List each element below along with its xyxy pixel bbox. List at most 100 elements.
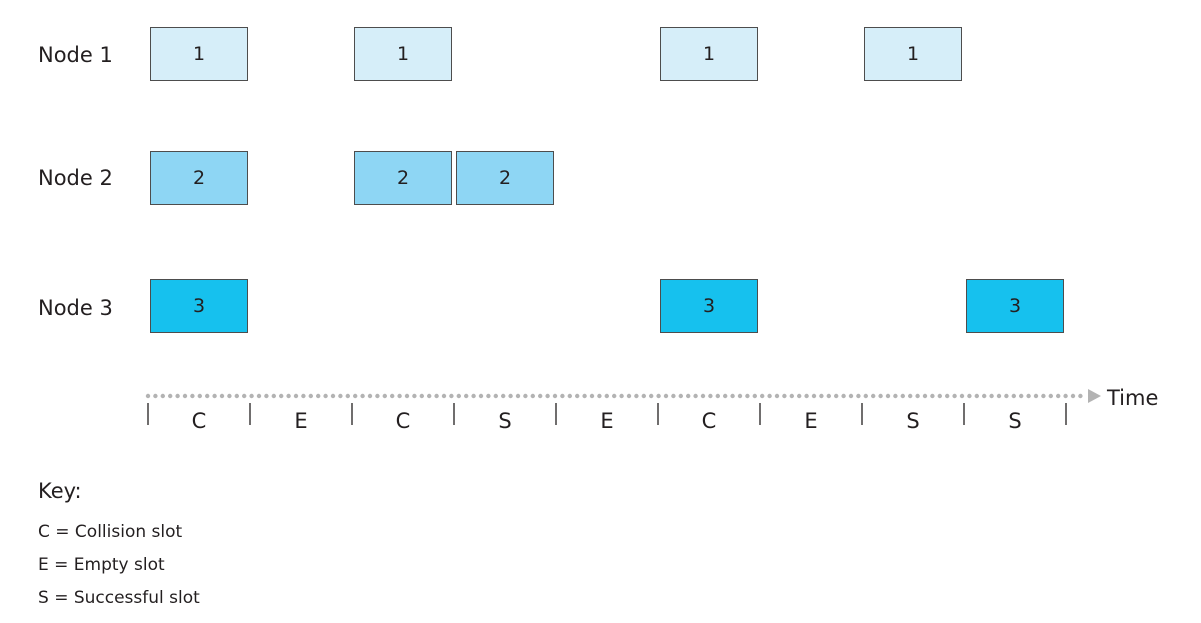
axis-dot <box>316 393 321 399</box>
axis-dot <box>390 393 395 399</box>
axis-dot <box>974 393 979 399</box>
axis-dot <box>663 393 669 399</box>
axis-dot <box>582 393 587 399</box>
axis-dot <box>279 393 284 399</box>
axis-dot <box>182 393 188 399</box>
axis-dot <box>441 393 447 399</box>
node-2-frame: 2 <box>354 151 452 205</box>
axis-dot <box>708 393 713 399</box>
axis-dot <box>604 393 609 399</box>
axis-dot <box>153 393 158 399</box>
axis-dot <box>190 393 195 399</box>
axis-dot <box>693 393 698 399</box>
axis-dot <box>649 393 654 399</box>
axis-dot <box>234 393 239 399</box>
axis-dot <box>723 393 728 399</box>
axis-dot <box>323 393 328 399</box>
axis-dot <box>922 393 928 399</box>
axis-dot <box>427 393 432 399</box>
axis-dot <box>493 393 498 399</box>
axis-dot <box>360 393 365 399</box>
axis-dot <box>804 393 809 399</box>
axis-dot <box>293 393 299 399</box>
axis-dot <box>160 393 165 399</box>
node-3-frame: 3 <box>966 279 1064 333</box>
axis-dot <box>848 393 854 399</box>
axis-dot <box>397 393 402 399</box>
axis-dot <box>412 393 417 399</box>
axis-dot <box>419 393 424 399</box>
axis-dot <box>959 393 965 399</box>
key-entry-empty: E = Empty slot <box>38 555 165 575</box>
slot-ticks <box>147 403 1067 425</box>
axis-dot <box>789 393 794 399</box>
axis-dot <box>478 393 484 399</box>
slot-label: E <box>600 409 614 433</box>
node-2-label: Node 2 <box>38 166 113 190</box>
axis-dot <box>856 393 861 399</box>
axis-dot <box>641 393 646 399</box>
node-3-label: Node 3 <box>38 296 113 320</box>
axis-dot <box>545 393 550 399</box>
axis-dot <box>434 393 439 399</box>
axis-dot <box>1019 393 1024 399</box>
axis-dot <box>175 393 180 399</box>
axis-dot <box>612 393 617 399</box>
axis-dot <box>367 393 373 399</box>
axis-dot <box>197 393 202 399</box>
axis-dot <box>508 393 513 399</box>
key-entry-collision: C = Collision slot <box>38 522 183 542</box>
axis-dot <box>782 393 787 399</box>
axis-dot <box>168 393 173 399</box>
node-1-label: Node 1 <box>38 43 113 67</box>
axis-dot <box>996 393 1002 399</box>
axis-dot <box>930 393 935 399</box>
axis-dot <box>634 393 639 399</box>
axis-dot <box>767 393 772 399</box>
axis-dot <box>863 393 868 399</box>
axis-dot <box>700 393 706 399</box>
axis-dot <box>338 393 343 399</box>
axis-dot <box>967 393 972 399</box>
axis-dot <box>937 393 942 399</box>
axis-dot <box>686 393 691 399</box>
axis-dot <box>486 393 491 399</box>
axis-dot <box>900 393 905 399</box>
axis-dot <box>908 393 913 399</box>
axis-dot <box>819 393 824 399</box>
axis-dot <box>552 393 558 399</box>
axis-dot <box>145 393 151 399</box>
axis-dot <box>811 393 817 399</box>
node-1-frame: 1 <box>150 27 248 81</box>
axis-dot <box>530 393 535 399</box>
axis-dot <box>989 393 994 399</box>
axis-dot <box>915 393 920 399</box>
axis-dot <box>523 393 528 399</box>
axis-dot <box>212 393 217 399</box>
axis-dot <box>945 393 950 399</box>
axis-dot <box>345 393 350 399</box>
axis-dot <box>219 393 225 399</box>
axis-dot <box>308 393 313 399</box>
axis-dot <box>449 393 454 399</box>
axis-dot <box>567 393 572 399</box>
axis-dot <box>760 393 765 399</box>
axis-dot <box>841 393 846 399</box>
node-2-frame: 2 <box>150 151 248 205</box>
slot-label: C <box>191 409 207 433</box>
axis-dot <box>715 393 720 399</box>
axis-dot <box>501 393 506 399</box>
axis-dot <box>205 393 210 399</box>
slot-label: E <box>804 409 818 433</box>
axis-dot <box>575 393 580 399</box>
slot-label: E <box>294 409 308 433</box>
slot-label: S <box>906 409 920 433</box>
axis-dot <box>589 393 595 399</box>
axis-dot <box>515 393 521 399</box>
axis-dot <box>471 393 476 399</box>
slot-label: S <box>498 409 512 433</box>
axis-dot <box>1078 393 1083 399</box>
time-axis-dots <box>145 393 1083 399</box>
axis-dot <box>826 393 831 399</box>
